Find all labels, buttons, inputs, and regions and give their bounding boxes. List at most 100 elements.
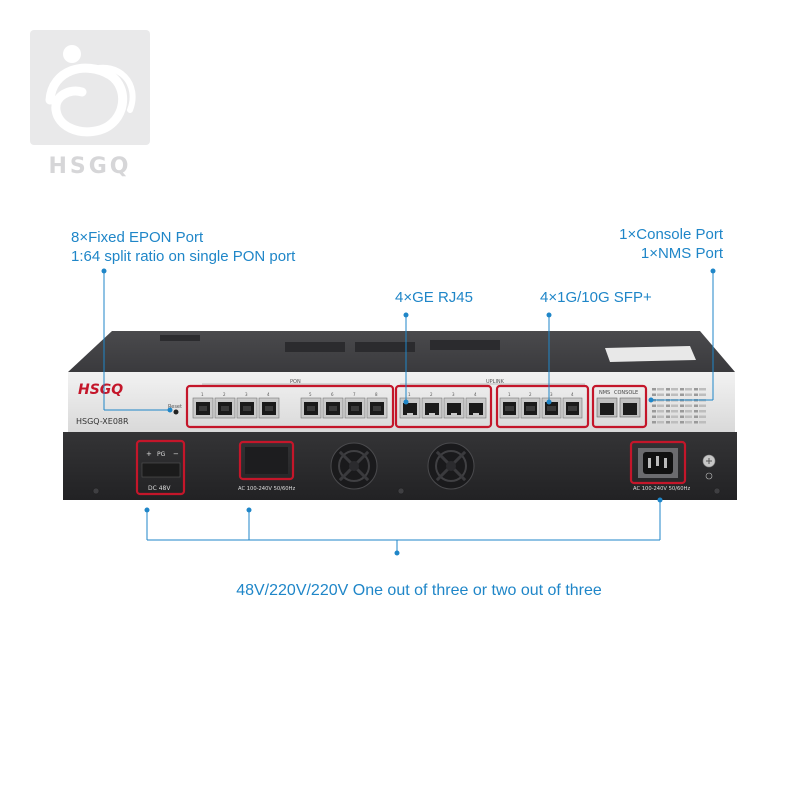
sfp-highlight-box <box>495 384 590 429</box>
status-led-label <box>671 410 678 413</box>
pon-port-number: 5 <box>309 392 312 397</box>
status-led <box>694 421 698 424</box>
dc-pg-label: PG <box>157 451 166 458</box>
status-led <box>652 404 656 407</box>
status-led-label <box>699 388 706 391</box>
status-led <box>694 388 698 391</box>
status-led-label <box>671 388 678 391</box>
rj45-port-number: 1 <box>408 392 411 397</box>
ac-right-label: AC 100-240V 50/60Hz <box>633 486 690 492</box>
status-led <box>694 415 698 418</box>
status-led <box>694 393 698 396</box>
hsgq-logo-watermark: HSGQ <box>30 30 150 179</box>
dc-plus-label: + <box>146 450 152 458</box>
ac-left-label: AC 100-240V 50/60Hz <box>238 486 295 492</box>
sfp-port-number: 1 <box>508 392 511 397</box>
ac-left-inlet[interactable] <box>245 447 288 474</box>
status-led <box>680 421 684 424</box>
epon-callout: 8×Fixed EPON Port 1:64 split ratio on si… <box>71 228 295 266</box>
status-led-label <box>685 410 692 413</box>
status-led-label <box>685 388 692 391</box>
console-callout-line2: 1×NMS Port <box>640 245 723 262</box>
status-led-label <box>657 421 664 424</box>
power-bracket <box>144 497 663 556</box>
sfp-port-number: 2 <box>529 392 532 397</box>
ground-symbol <box>705 472 713 480</box>
pon-port-6[interactable]: 6 <box>322 392 344 419</box>
pon-port-1[interactable]: 1 <box>192 392 214 419</box>
status-led <box>652 388 656 391</box>
status-led <box>652 393 656 396</box>
rj45-port-number: 4 <box>474 392 477 397</box>
vent-slots <box>160 335 500 352</box>
rear-screws <box>92 487 721 495</box>
sfp-port-2[interactable]: 2 <box>520 392 541 419</box>
rj45-callout: 4×GE RJ45 <box>395 289 473 306</box>
pon-port-number: 2 <box>223 392 226 397</box>
status-led-label <box>657 393 664 396</box>
uplink-section-label: UPLINK <box>486 379 505 385</box>
status-led-label <box>699 393 706 396</box>
rj45-port-2[interactable]: 2 <box>421 392 443 419</box>
sfp-port-4[interactable]: 4 <box>562 392 583 419</box>
fan-right <box>427 442 475 490</box>
ac-left-highlight-box <box>238 440 295 481</box>
console-highlight-box <box>591 384 648 429</box>
status-led-label <box>671 393 678 396</box>
logo-text: HSGQ <box>48 154 131 179</box>
console-callout-line1: 1×Console Port <box>619 226 723 243</box>
sfp-port-1[interactable]: 1 <box>499 392 520 419</box>
ground-screw <box>702 454 716 468</box>
status-led <box>666 415 670 418</box>
status-led <box>680 404 684 407</box>
status-led <box>680 388 684 391</box>
sfp-callout: 4×1G/10G SFP+ <box>540 289 652 306</box>
rj45-port-3[interactable]: 3 <box>443 392 465 419</box>
rj45-port-4[interactable]: 4 <box>465 392 487 419</box>
status-led <box>666 421 670 424</box>
status-led-label <box>685 404 692 407</box>
rj45-port-number: 3 <box>452 392 455 397</box>
status-led-label <box>699 410 706 413</box>
status-led <box>666 393 670 396</box>
status-led-label <box>685 421 692 424</box>
front-brand-logo: HSGQ <box>78 382 123 398</box>
status-led <box>652 421 656 424</box>
reset-button[interactable] <box>173 409 179 415</box>
reset-label: Reset <box>168 404 182 410</box>
pon-port-number: 4 <box>267 392 270 397</box>
console-port[interactable] <box>619 397 641 418</box>
pon-port-number: 8 <box>375 392 378 397</box>
nms-port[interactable] <box>596 397 618 418</box>
pon-port-number: 7 <box>353 392 356 397</box>
status-led <box>666 404 670 407</box>
dc-power-highlight-box <box>135 439 186 496</box>
status-led <box>666 410 670 413</box>
pon-port-2[interactable]: 2 <box>214 392 236 419</box>
pon-port-number: 6 <box>331 392 334 397</box>
status-led-label <box>657 404 664 407</box>
pon-port-number: 1 <box>201 392 204 397</box>
pon-port-3[interactable]: 3 <box>236 392 258 419</box>
rj45-port-number: 2 <box>430 392 433 397</box>
status-led <box>694 404 698 407</box>
pon-port-5[interactable]: 5 <box>300 392 322 419</box>
ac-right-inlet[interactable] <box>638 448 678 478</box>
status-led-label <box>657 415 664 418</box>
pon-port-7[interactable]: 7 <box>344 392 366 419</box>
pon-port-number: 3 <box>245 392 248 397</box>
epon-callout-line2: 1:64 split ratio on single PON port <box>71 248 296 265</box>
pon-port-8[interactable]: 8 <box>366 392 388 419</box>
status-led-label <box>685 415 692 418</box>
pon-port-4[interactable]: 4 <box>258 392 280 419</box>
status-led-label <box>699 415 706 418</box>
status-led-label <box>671 421 678 424</box>
chassis-label-sticker <box>605 346 696 362</box>
callout-lines <box>101 268 716 413</box>
dc-48v-label: DC 48V <box>148 485 171 492</box>
status-led <box>652 410 656 413</box>
status-led <box>680 415 684 418</box>
status-led-label <box>671 415 678 418</box>
dc-terminal[interactable] <box>141 462 181 478</box>
console-label: CONSOLE <box>614 390 638 396</box>
